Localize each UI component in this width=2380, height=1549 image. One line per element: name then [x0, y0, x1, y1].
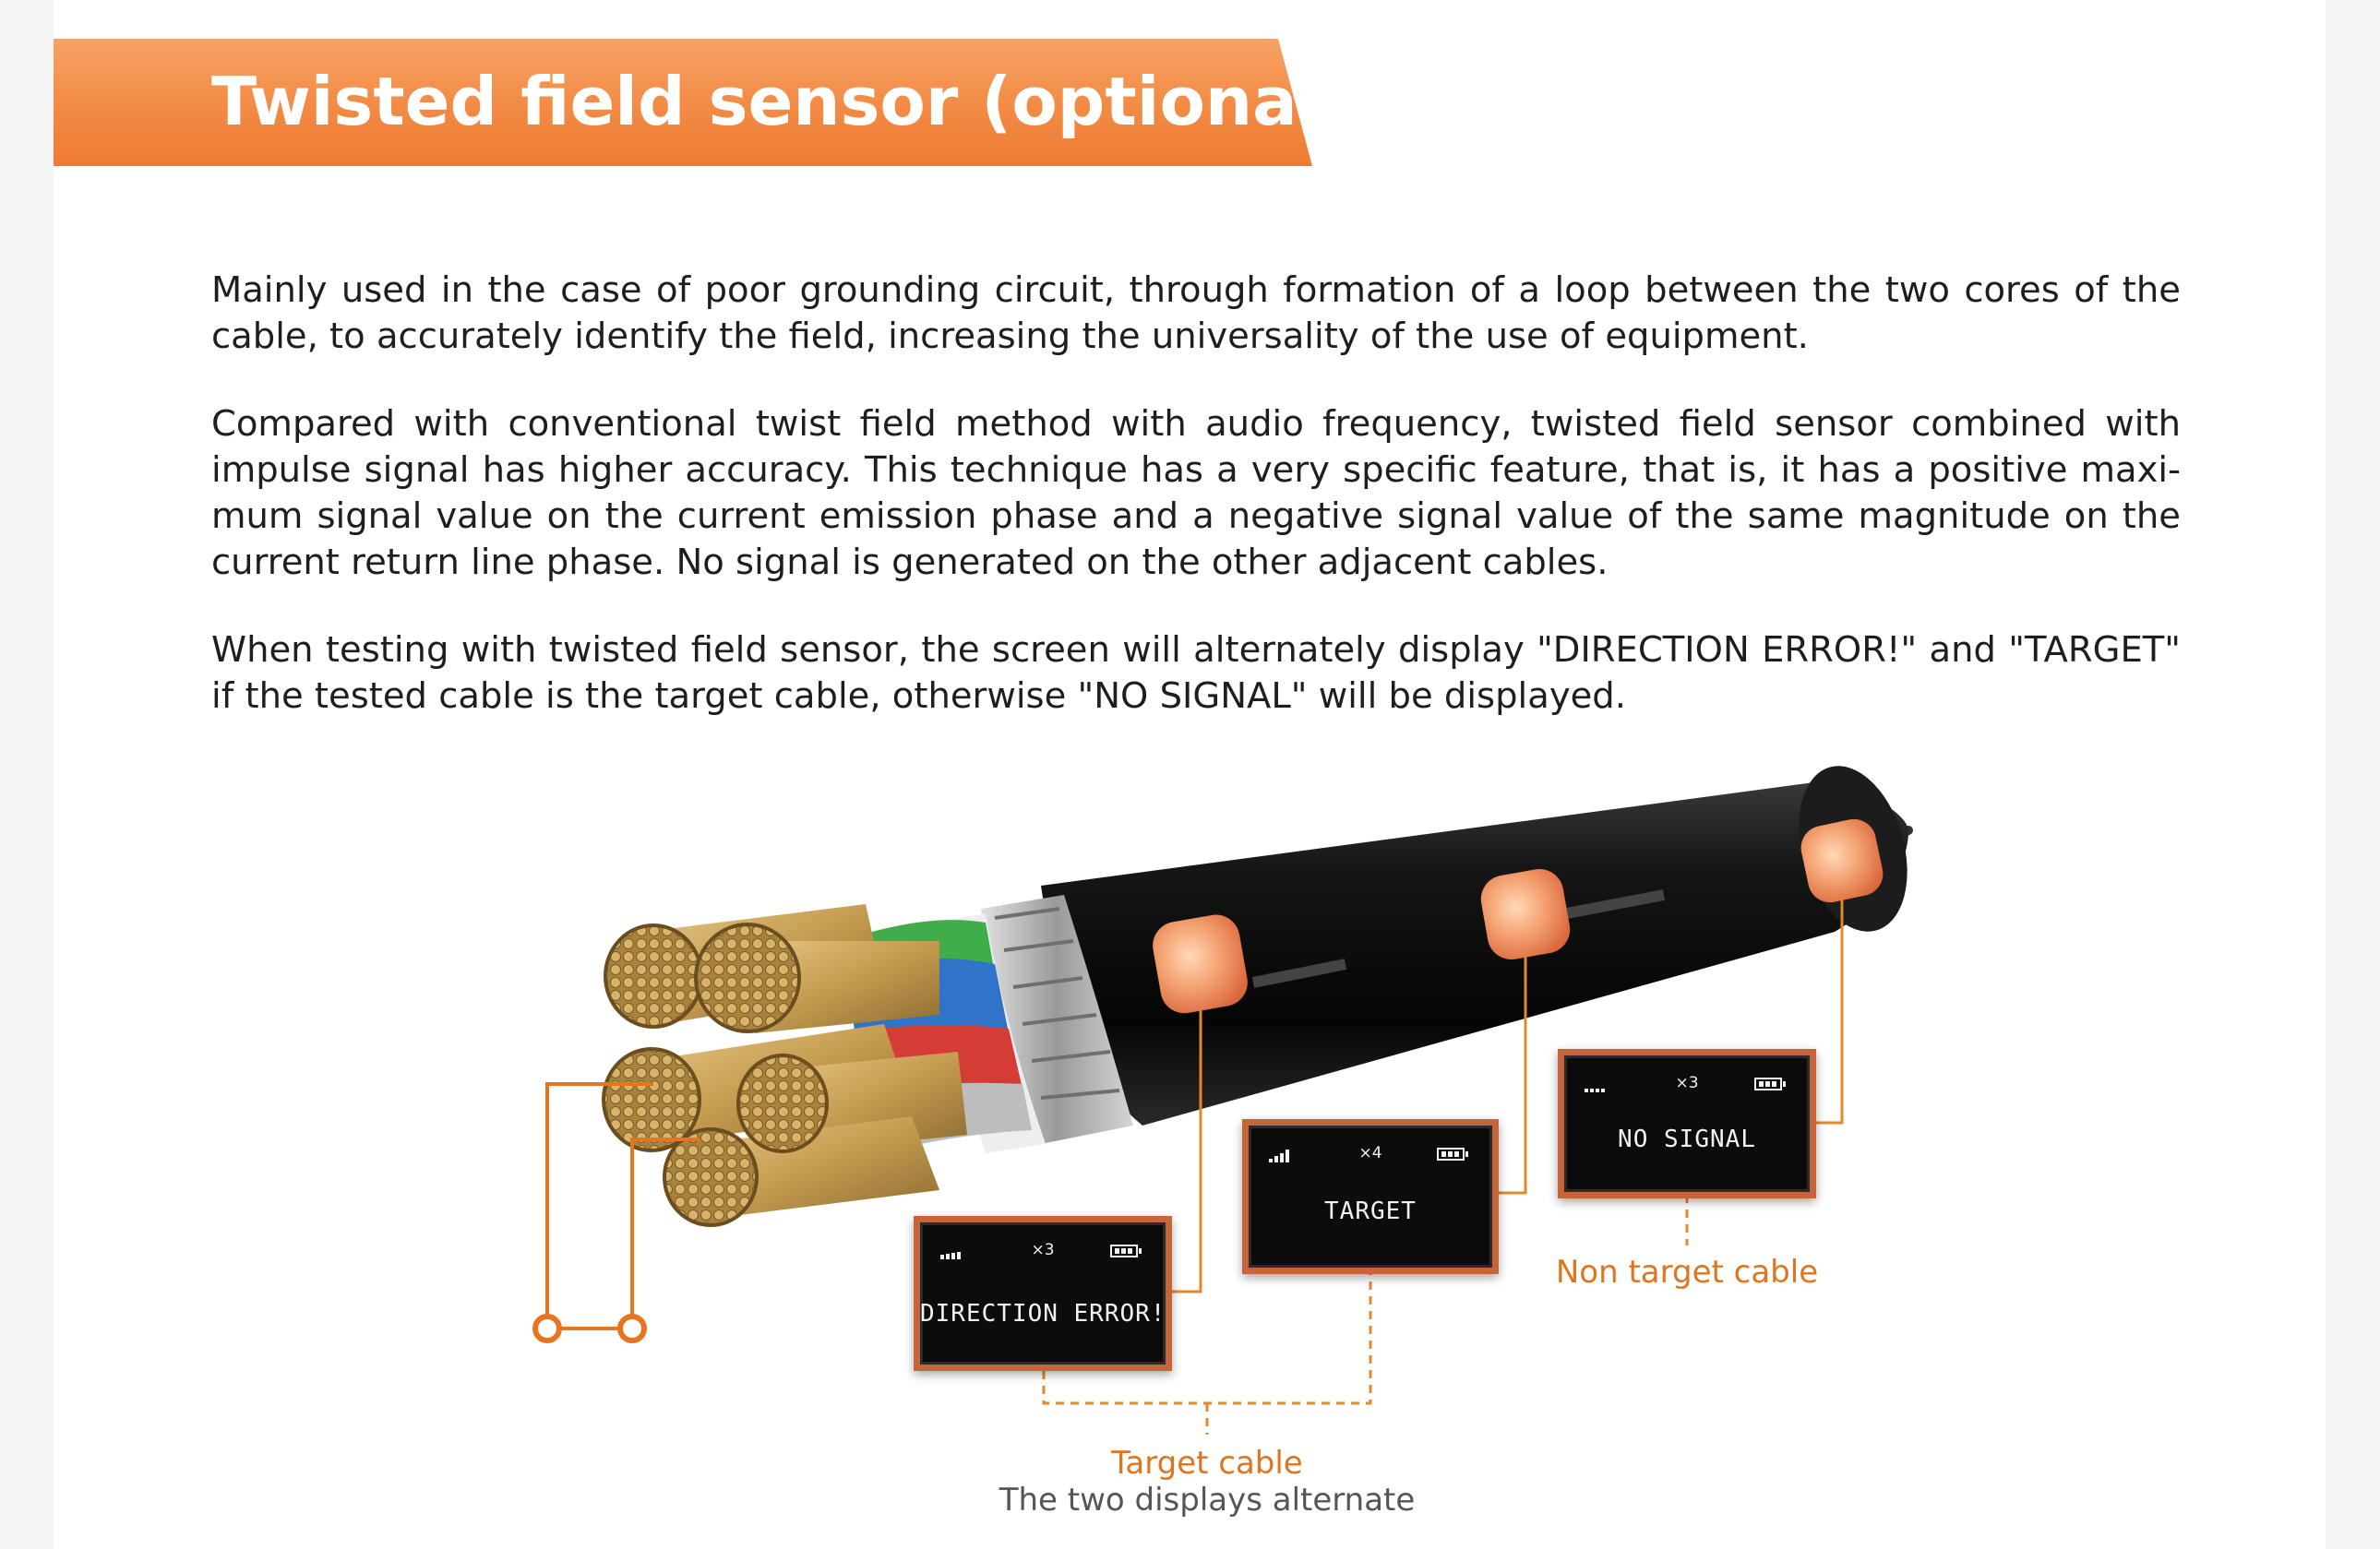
cable-diagram: [532, 766, 1913, 1435]
probe-terminal-left: [532, 1314, 562, 1343]
leader-line-1: [1170, 1010, 1202, 1293]
signal-icon: [940, 1252, 961, 1259]
caption-target-cable: Target cable: [1111, 1445, 1303, 1482]
leader-line-2: [1495, 955, 1527, 1195]
probe-wire-left: [545, 1082, 653, 1329]
caption-non-target-cable: Non target cable: [1555, 1254, 1819, 1291]
screen-status-bar: ×3: [920, 1241, 1166, 1265]
paragraph-grounding: Mainly used in the case of poor groundin…: [211, 269, 2181, 357]
screen-message: TARGET: [1324, 1197, 1417, 1225]
cable-jacket: [1041, 780, 1909, 1126]
target-bracket: [1042, 1273, 1372, 1435]
sensor-clip-2: [1480, 869, 1571, 959]
screen-target: ×4 TARGET: [1242, 1119, 1499, 1274]
sensor-clip-1: [1153, 914, 1248, 1014]
screen-message: DIRECTION ERROR!: [920, 1300, 1166, 1328]
screen-message: NO SIGNAL: [1618, 1126, 1756, 1153]
leader-line-3: [1812, 895, 1844, 1125]
signal-icon: [1585, 1089, 1605, 1092]
conductor-ends: [602, 923, 829, 1227]
title-banner: Twisted field sensor (optional): [54, 39, 1312, 166]
probe-wire-right: [630, 1138, 700, 1329]
screen-direction-error: ×3 DIRECTION ERROR!: [914, 1216, 1172, 1371]
paragraph-display: When testing with twisted field sensor, …: [211, 629, 2181, 717]
page: Twisted field sensor (optional) Mainly u…: [54, 0, 2326, 1549]
gain-multiplier: ×4: [1358, 1144, 1382, 1162]
screen-status-bar: ×4: [1249, 1144, 1492, 1168]
page-title: Twisted field sensor (optional): [211, 63, 1351, 140]
paragraph-accuracy: Compared with conventional twist field m…: [211, 403, 2181, 583]
gain-multiplier: ×3: [1675, 1074, 1699, 1092]
cable-illustration: ×3 DIRECTION ERROR! ×4 TARGET: [54, 757, 2326, 1549]
signal-icon: [1269, 1150, 1289, 1162]
battery-icon: [1437, 1148, 1468, 1161]
screen-status-bar: ×3: [1564, 1074, 1810, 1098]
caption-alternate-note: The two displays alternate: [999, 1482, 1416, 1519]
battery-icon: [1754, 1078, 1786, 1090]
sensor-clip-3: [1800, 818, 1884, 903]
probe-terminal-right: [617, 1314, 647, 1343]
screen-no-signal: ×3 NO SIGNAL: [1558, 1049, 1816, 1198]
description-text: Mainly used in the case of poor groundin…: [211, 268, 2181, 720]
battery-icon: [1110, 1245, 1142, 1257]
gain-multiplier: ×3: [1031, 1241, 1055, 1259]
